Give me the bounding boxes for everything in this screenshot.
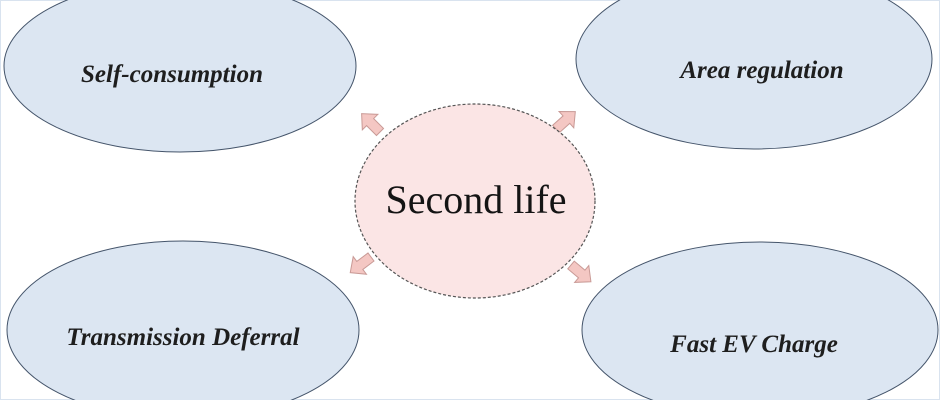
arrow-to-fast-ev-charge <box>567 260 592 283</box>
node-self-consumption-shape <box>3 0 357 153</box>
node-area-regulation-shape <box>575 0 933 150</box>
node-fast-ev-charge: Fast EV Charge <box>581 241 939 400</box>
arrow-to-transmission-deferral <box>349 252 375 275</box>
node-self-consumption: Self-consumption <box>3 0 357 153</box>
center-node-label: Second life <box>385 177 566 222</box>
node-transmission-deferral-label: Transmission Deferral <box>66 324 299 351</box>
node-transmission-deferral: Transmission Deferral <box>6 240 360 400</box>
node-fast-ev-charge-label: Fast EV Charge <box>669 331 838 358</box>
node-area-regulation-label: Area regulation <box>678 57 843 84</box>
center-node: Second life <box>354 103 596 299</box>
node-fast-ev-charge-shape <box>581 241 939 400</box>
node-transmission-deferral-shape <box>6 240 360 400</box>
arrow-to-area-regulation <box>551 110 576 134</box>
center-node-shape <box>354 103 596 299</box>
arrow-to-self-consumption <box>361 113 385 137</box>
node-self-consumption-label: Self-consumption <box>81 61 263 88</box>
node-area-regulation: Area regulation <box>575 0 933 150</box>
